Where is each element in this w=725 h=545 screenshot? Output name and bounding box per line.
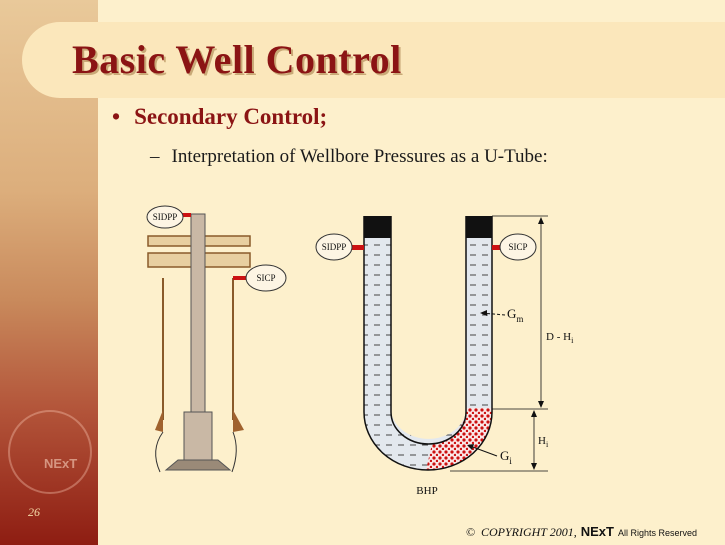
influx-region bbox=[426, 408, 493, 471]
gm-arrow-head bbox=[480, 310, 487, 316]
utube-left-cap bbox=[364, 216, 391, 238]
slide-title: Basic Well Control bbox=[72, 37, 402, 82]
sidpp-valve-utube bbox=[350, 245, 364, 250]
page-number: 26 bbox=[28, 505, 40, 519]
sidpp-valve-left bbox=[181, 213, 191, 217]
drill-bit bbox=[164, 459, 232, 471]
dim-hi-arrow-down bbox=[531, 463, 537, 470]
drill-collar bbox=[183, 411, 213, 461]
bullet-text: Secondary Control; bbox=[134, 104, 328, 129]
sicp-valve-left bbox=[233, 276, 247, 280]
drill-pipe bbox=[190, 213, 206, 413]
seal-text: NExT bbox=[44, 456, 78, 471]
sub-bullet: –Interpretation of Wellbore Pressures as… bbox=[150, 146, 548, 168]
sicp-gauge-left bbox=[245, 264, 287, 292]
utube-diagram: SIDPP SICP Gm Gi D - Hi Hi BHP bbox=[315, 215, 574, 497]
sicp-gauge-utube bbox=[499, 233, 537, 261]
footer-copyright: COPYRIGHT 2001, bbox=[480, 525, 577, 539]
gi-arrow-head bbox=[467, 444, 474, 450]
d-hi-label: D - Hi bbox=[546, 331, 574, 345]
sub-bullet-text: Interpretation of Wellbore Pressures as … bbox=[171, 146, 548, 167]
dim-hi-arrow-up bbox=[531, 410, 537, 417]
utube-right-cap bbox=[466, 216, 492, 238]
sicp-label-left: SICP bbox=[256, 273, 275, 283]
title-band bbox=[22, 22, 725, 98]
utube-outer-wall bbox=[363, 216, 493, 471]
next-seal-logo bbox=[8, 410, 92, 494]
hi-label: Hi bbox=[538, 435, 549, 449]
bullet-secondary-control: • Secondary Control; bbox=[112, 104, 327, 130]
open-hole-right bbox=[231, 431, 237, 473]
sidpp-gauge-left bbox=[146, 205, 184, 229]
footer-brand: NExT bbox=[580, 524, 614, 539]
cement-right bbox=[233, 410, 244, 432]
utube-left-leg-fluid bbox=[364, 238, 391, 412]
copyright-icon: © bbox=[465, 525, 481, 539]
footer-rights: All Rights Reserved bbox=[617, 528, 697, 538]
sidpp-gauge-utube bbox=[315, 233, 353, 261]
utube-inner-wall bbox=[390, 216, 467, 445]
dash-icon: – bbox=[150, 146, 160, 167]
sicp-label-utube: SICP bbox=[508, 242, 527, 252]
dim-d-hi-arrow-down bbox=[538, 401, 544, 408]
cement-left bbox=[155, 410, 163, 432]
bullet-dot-icon: • bbox=[112, 104, 121, 129]
sidpp-label-utube: SIDPP bbox=[322, 242, 347, 252]
gi-label: Gi bbox=[500, 448, 512, 466]
wellbore-sketch: SIDPP SICP bbox=[146, 205, 287, 473]
gm-label: Gm bbox=[507, 306, 523, 324]
utube-right-leg-fluid bbox=[466, 238, 492, 410]
sidpp-label-left: SIDPP bbox=[153, 212, 178, 222]
gm-arrow-line bbox=[481, 312, 506, 316]
gi-arrow-line bbox=[469, 445, 498, 457]
open-hole-left bbox=[155, 431, 164, 473]
sicp-valve-utube bbox=[492, 245, 502, 250]
dim-d-hi-arrow-up bbox=[538, 217, 544, 224]
bhp-label: BHP bbox=[416, 485, 437, 497]
